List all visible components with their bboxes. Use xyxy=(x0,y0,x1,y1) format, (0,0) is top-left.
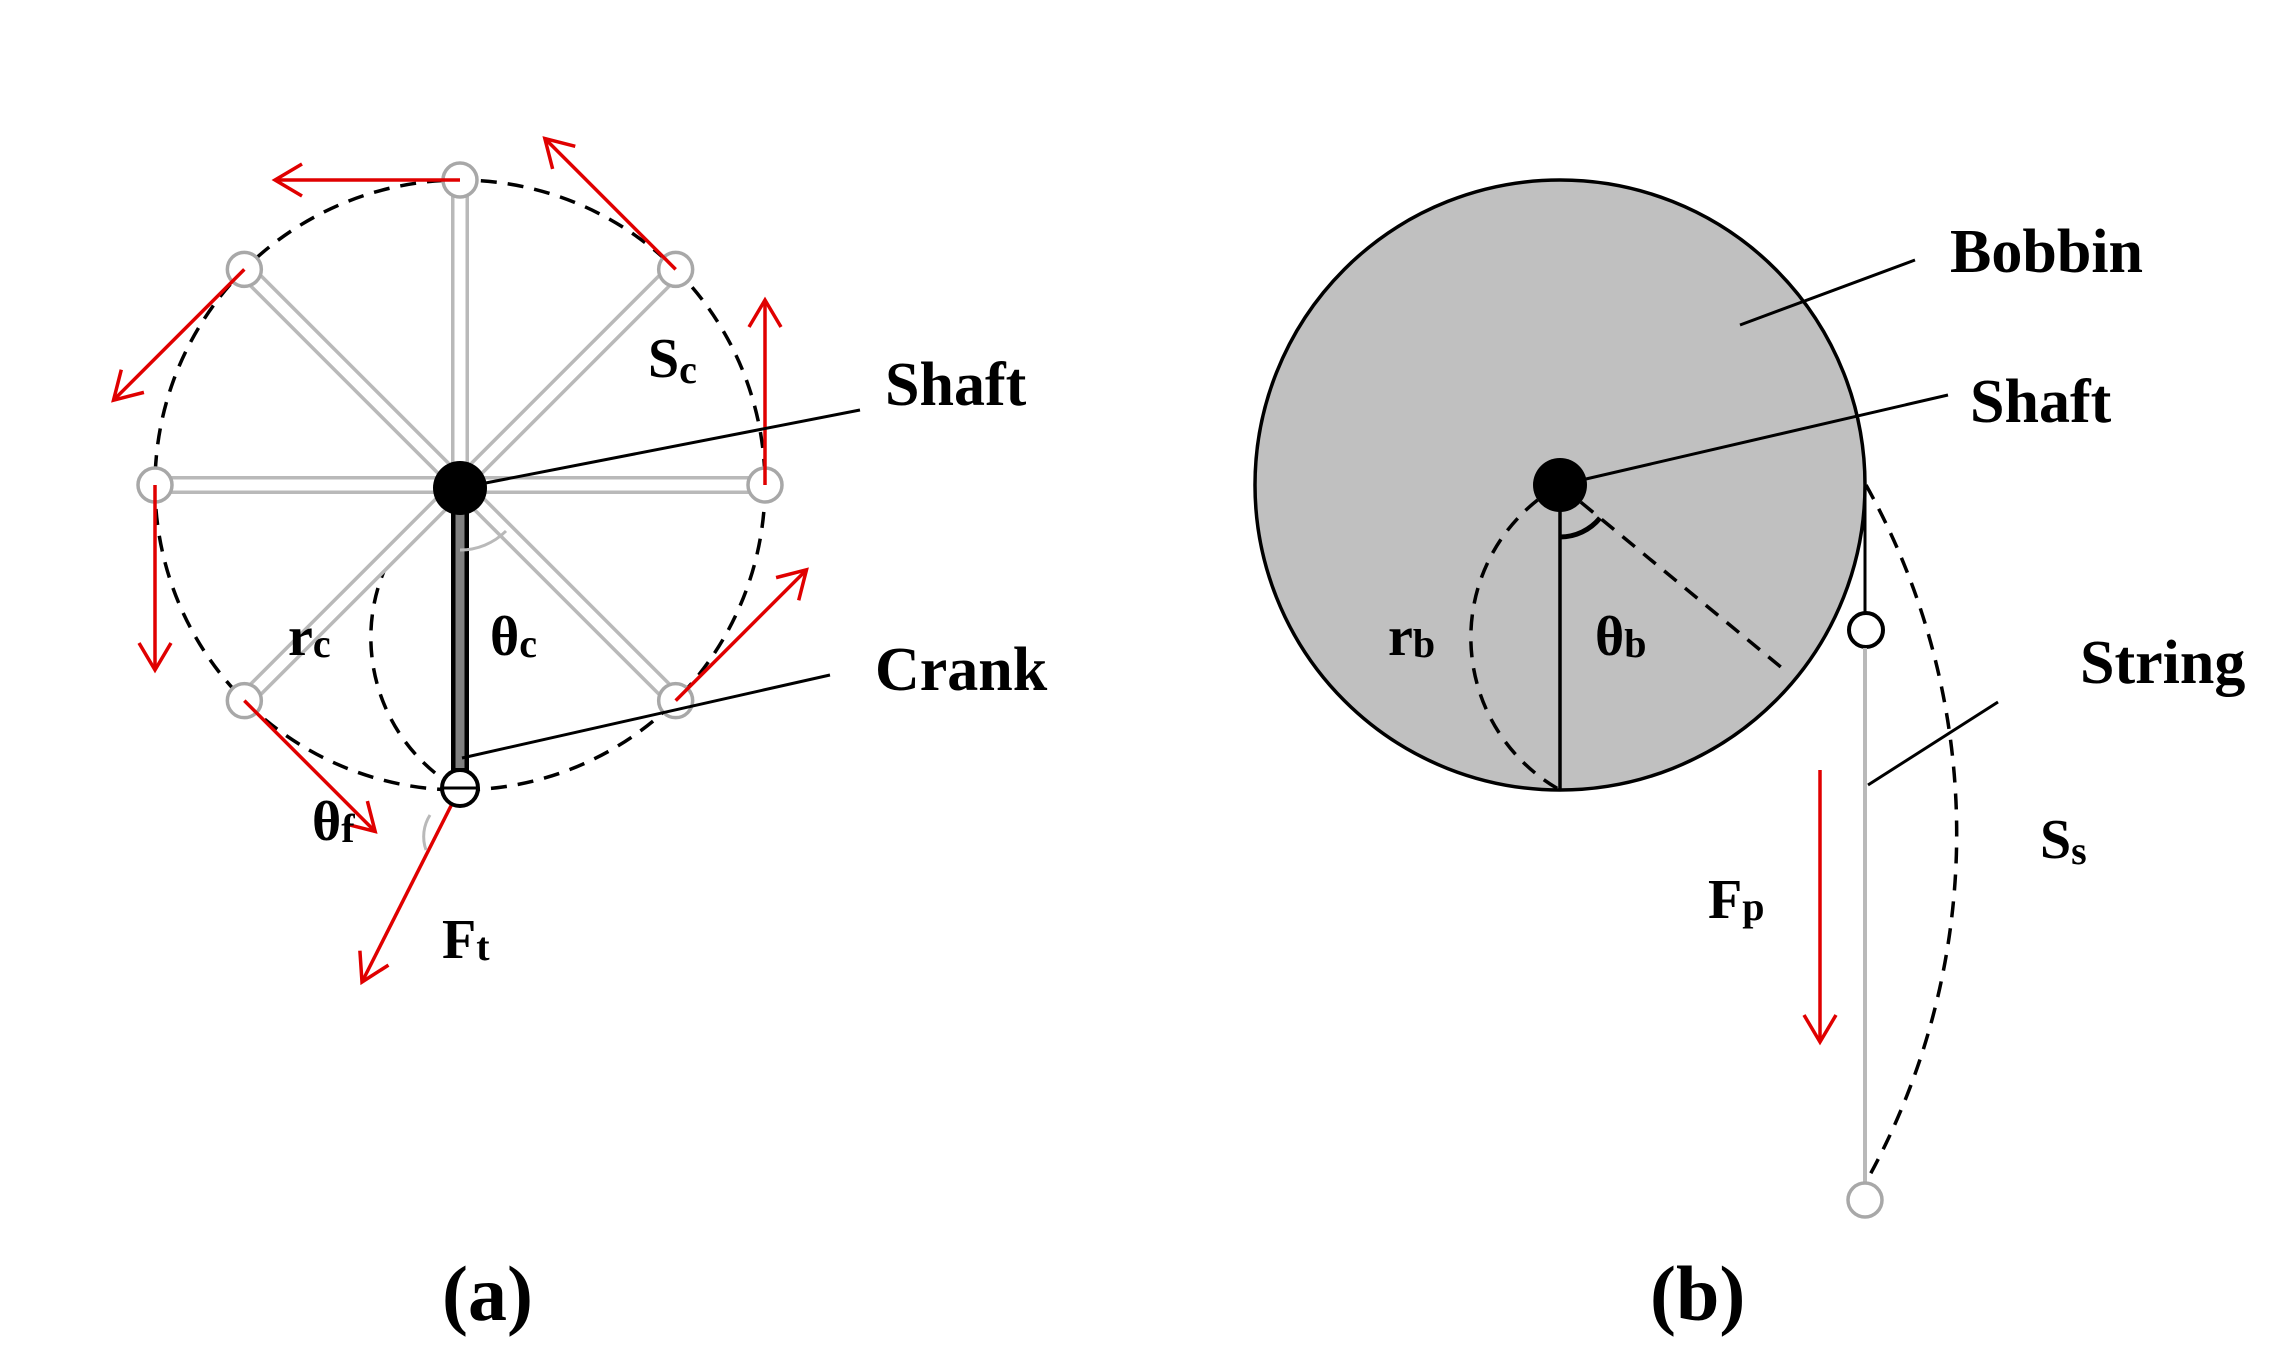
bobbin-leader-line xyxy=(1739,258,1916,327)
crank-angle-label: θc xyxy=(490,606,537,668)
force-arrow-1 xyxy=(542,136,677,271)
panel-a: Shaft Crank Sc rc θc θf Ft (a) xyxy=(111,136,1048,1337)
string-length-arc xyxy=(1864,484,1959,1183)
bobbin-radius-label: rb xyxy=(1388,606,1435,668)
spoke-core-6 xyxy=(240,265,464,489)
force-angle-label: θf xyxy=(312,791,355,853)
bobbin-angle-arc xyxy=(1559,516,1602,540)
bobbin-radius-arc xyxy=(1469,483,1561,792)
pull-force-label: Fp xyxy=(1708,869,1764,931)
string-handle xyxy=(1847,611,1885,649)
shaft-leader-line xyxy=(459,408,861,490)
shaft-label: Shaft xyxy=(885,351,1027,419)
force-arrow-3 xyxy=(674,567,809,702)
bobbin-angle-line xyxy=(1558,483,1784,670)
panel-b: Bobbin Shaft String rb θb Ss Fp (b) xyxy=(1253,178,2245,1337)
crank-leader-line xyxy=(461,673,831,760)
force-arrow-6 xyxy=(111,268,246,403)
crank-spokes xyxy=(136,161,784,720)
force-angle-mark xyxy=(422,814,432,851)
tangential-force-arrows xyxy=(111,136,809,986)
tangential-force-label: Ft xyxy=(442,909,490,971)
bobbin-shaft-leader-line xyxy=(1559,393,1949,487)
bobbin-label: Bobbin xyxy=(1950,218,2143,286)
spoke-core-1 xyxy=(456,265,680,489)
panel-a-caption: (a) xyxy=(442,1250,533,1337)
string-leader-line xyxy=(1867,700,1999,787)
bobbin-angle-label: θb xyxy=(1595,606,1646,668)
arc-length-label: Sc xyxy=(648,328,697,392)
string-label: String xyxy=(2080,629,2245,697)
spoke-core-3 xyxy=(456,481,680,705)
crank-angle-arc xyxy=(459,529,508,552)
spoke-core-4 xyxy=(240,481,464,705)
string-length-label: Ss xyxy=(2040,809,2087,873)
force-arrow-4 xyxy=(243,699,378,834)
tangential-force-arrow xyxy=(358,787,462,986)
bobbin-shaft-label: Shaft xyxy=(1970,368,2112,436)
string-end-handle xyxy=(1846,1181,1884,1219)
crank-label: Crank xyxy=(875,636,1048,704)
panel-b-caption: (b) xyxy=(1650,1250,1745,1337)
crank-radius-label: rc xyxy=(288,606,331,668)
